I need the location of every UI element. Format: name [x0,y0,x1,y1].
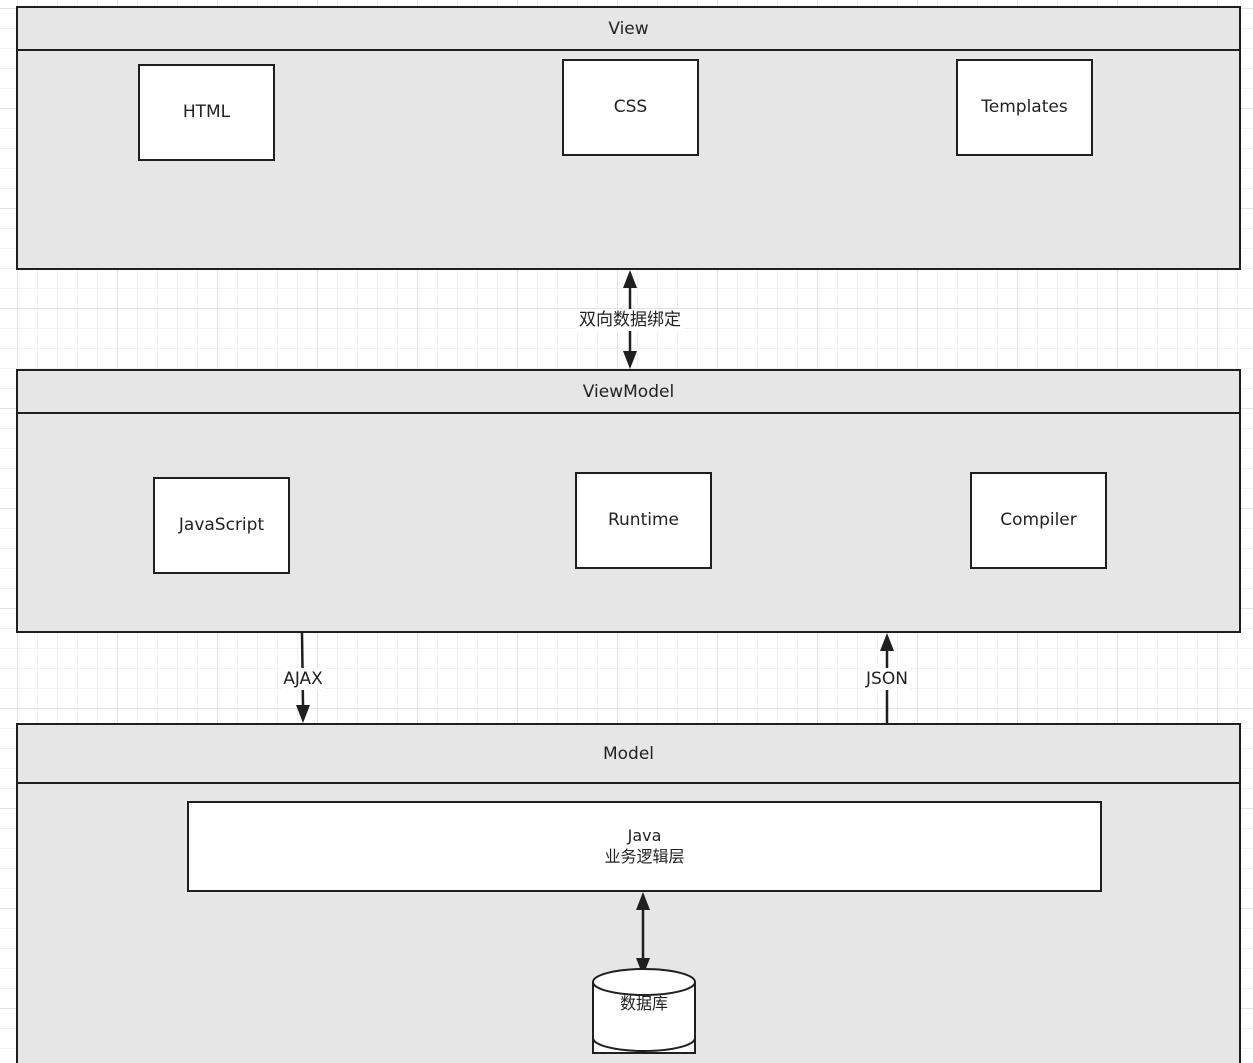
json-label: JSON [864,668,910,690]
binding-label: 双向数据绑定 [577,309,683,331]
templates-component: Templates [956,59,1093,156]
javascript-component: JavaScript [153,477,290,574]
view-layer-title: View [18,8,1239,51]
database-label: 数据库 [619,994,668,1013]
runtime-component: Runtime [575,472,712,569]
viewmodel-layer: ViewModel JavaScript Runtime Compiler [16,369,1241,633]
compiler-component: Compiler [970,472,1107,569]
html-component: HTML [138,64,275,161]
ajax-label: AJAX [281,668,325,690]
view-layer: View HTML CSS Templates [16,6,1241,270]
arrowhead-up-icon [880,633,894,651]
arrowhead-down-icon [623,351,637,369]
arrowhead-down-icon [296,705,310,723]
viewmodel-layer-title: ViewModel [18,371,1239,414]
arrowhead-up-icon [623,270,637,288]
model-layer-title: Model [18,725,1239,784]
business-logic-component: Java 业务逻辑层 [187,801,1102,892]
business-logic-line1: Java [627,825,662,845]
css-component: CSS [562,59,699,156]
business-logic-line2: 业务逻辑层 [604,846,685,866]
